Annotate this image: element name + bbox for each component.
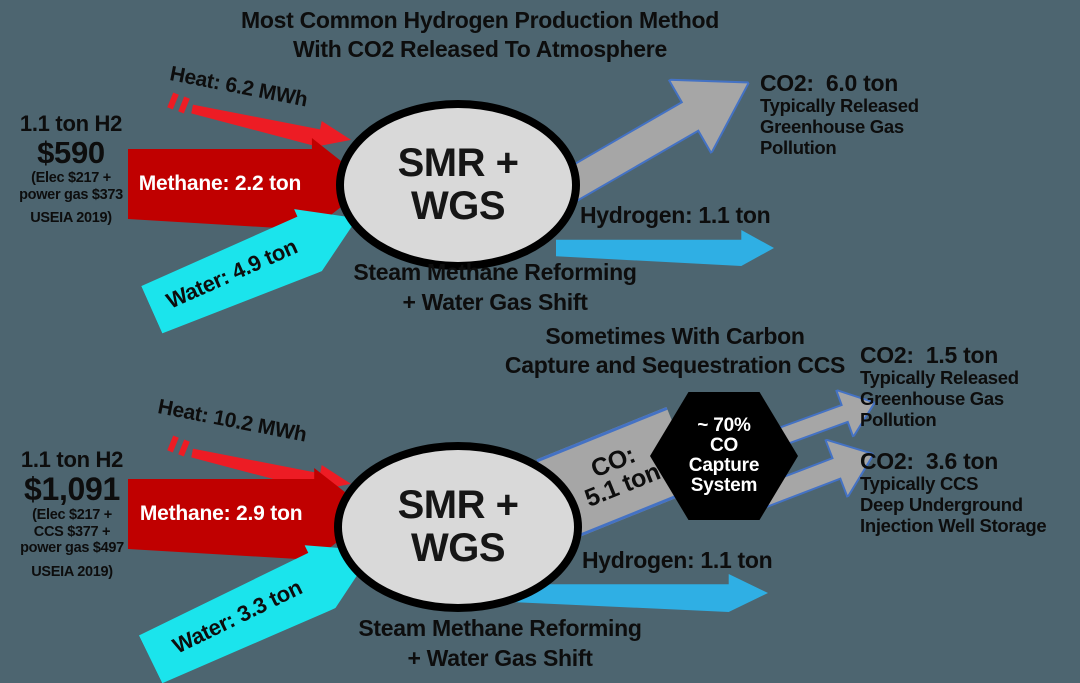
capture-line2: CO (709, 434, 739, 456)
top-co2-line3: Greenhouse Gas (760, 116, 904, 138)
top-reactor-line1: SMR + (397, 140, 519, 185)
bottom-reactor: SMR + WGS (334, 442, 582, 612)
top-h2-amount: 1.1 ton H2 (19, 111, 123, 136)
bottom-cost-note4: USEIA 2019) (31, 564, 113, 581)
bottom-heat-tail-dash-icon (178, 439, 190, 457)
bottom-title-line2: Capture and Sequestration CCS (504, 351, 846, 378)
co2-stored-output: CO2: 3.6 ton Typically CCS Deep Undergro… (860, 448, 1080, 537)
co2-stored-line3: Deep Underground (860, 494, 1023, 516)
top-cost-note2: power gas $373 (19, 186, 123, 203)
co2-released-line4: Pollution (860, 408, 937, 430)
top-co2-line4: Pollution (760, 136, 837, 158)
bottom-reactor-line2: WGS (410, 526, 506, 570)
top-title-line2: With CO2 Released To Atmosphere (293, 35, 667, 62)
bottom-cost-note2: CCS $377 + (33, 523, 111, 540)
top-co2-line2: Typically Released (760, 95, 919, 117)
bottom-hydrogen-label: Hydrogen: 1.1 ton (582, 547, 773, 573)
co2-released-output: CO2: 1.5 ton Typically Released Greenhou… (860, 342, 1080, 431)
bottom-reactor-caption: Steam Methane Reforming + Water Gas Shif… (330, 614, 670, 674)
co2-released-line1: CO2: 1.5 ton (860, 342, 998, 368)
bottom-water-label: Water: 3.3 ton (168, 574, 306, 659)
top-reactor: SMR + WGS (336, 100, 580, 270)
top-water-label: Water: 4.9 ton (162, 233, 301, 314)
top-title: Most Common Hydrogen Production Method W… (200, 6, 760, 64)
top-caption-line2: + Water Gas Shift (402, 288, 588, 315)
co2-stored-line1: CO2: 3.6 ton (860, 448, 998, 474)
bottom-methane-label: Methane: 2.9 ton (139, 502, 303, 525)
top-co2-output: CO2: 6.0 ton Typically Released Greenhou… (760, 70, 990, 159)
capture-line3: Capture (688, 455, 760, 476)
top-h2-price: $590 (37, 135, 105, 171)
top-heat-tail-dash-icon (178, 96, 190, 114)
top-heat-tail-dash-icon (167, 92, 179, 110)
top-cost-block: 1.1 ton H2 $590 (Elec $217 + power gas $… (2, 111, 140, 226)
top-reactor-line2: WGS (410, 184, 506, 228)
co2-stored-line4: Injection Well Storage (860, 514, 1047, 536)
bottom-heat-label: Heat: 10.2 MWh (155, 395, 309, 447)
bottom-h2-price: $1,091 (23, 471, 121, 508)
bottom-caption-line2: + Water Gas Shift (407, 644, 593, 671)
bottom-cost-block: 1.1 ton H2 $1,091 (Elec $217 + CCS $377 … (2, 447, 142, 581)
top-methane-label: Methane: 2.2 ton (138, 172, 302, 195)
top-heat-label: Heat: 6.2 MWh (167, 62, 310, 112)
top-hydrogen-label: Hydrogen: 1.1 ton (580, 202, 771, 228)
top-caption-line1: Steam Methane Reforming (353, 259, 637, 285)
bottom-heat-tail-dash-icon (167, 435, 179, 453)
top-co2-line1: CO2: 6.0 ton (760, 70, 898, 96)
top-methane-arrow-icon: Methane: 2.2 ton (128, 138, 370, 230)
bottom-title-line1: Sometimes With Carbon (545, 323, 805, 349)
bottom-h2-amount: 1.1 ton H2 (20, 447, 124, 472)
co2-released-line2: Typically Released (860, 367, 1019, 389)
co2-released-line3: Greenhouse Gas (860, 388, 1004, 410)
bottom-title: Sometimes With Carbon Capture and Seques… (480, 322, 870, 380)
bottom-cost-note3: power gas $497 (20, 539, 124, 556)
co2-stored-arrow-icon (749, 437, 876, 512)
bottom-reactor-line1: SMR + (397, 482, 519, 527)
bottom-cost-note1: (Elec $217 + (32, 507, 112, 524)
bottom-caption-line1: Steam Methane Reforming (358, 615, 642, 641)
capture-line4: System (690, 475, 758, 497)
co2-stored-line2: Typically CCS (860, 473, 979, 495)
top-cost-note1: (Elec $217 + (31, 170, 111, 187)
top-cost-note3: USEIA 2019) (30, 209, 112, 226)
capture-line1: ~ 70% (697, 414, 751, 436)
top-reactor-caption: Steam Methane Reforming + Water Gas Shif… (330, 258, 660, 318)
bottom-methane-arrow-icon: Methane: 2.9 ton (128, 468, 373, 560)
top-title-line1: Most Common Hydrogen Production Method (241, 7, 719, 33)
